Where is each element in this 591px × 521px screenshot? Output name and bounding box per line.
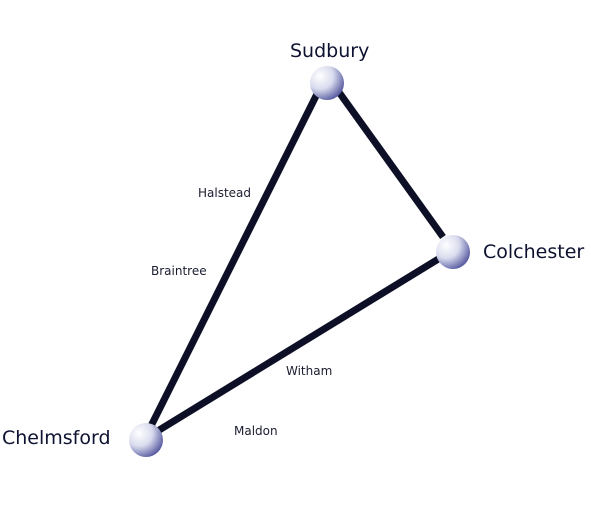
label-witham: Witham: [286, 364, 332, 378]
label-braintree: Braintree: [151, 264, 207, 278]
node-chelmsford: [129, 423, 163, 457]
node-sudbury: [310, 66, 344, 100]
edge-sudbury-colchester: [333, 85, 446, 240]
label-halstead: Halstead: [198, 186, 251, 200]
node-colchester: [436, 235, 470, 269]
label-sudbury: Sudbury: [290, 40, 369, 62]
label-chelmsford: Chelmsford: [2, 427, 111, 449]
label-colchester: Colchester: [483, 241, 584, 263]
edge-chelmsford-sudbury: [146, 92, 321, 430]
label-maldon: Maldon: [234, 424, 278, 438]
edge-colchester-chelmsford: [154, 255, 442, 435]
